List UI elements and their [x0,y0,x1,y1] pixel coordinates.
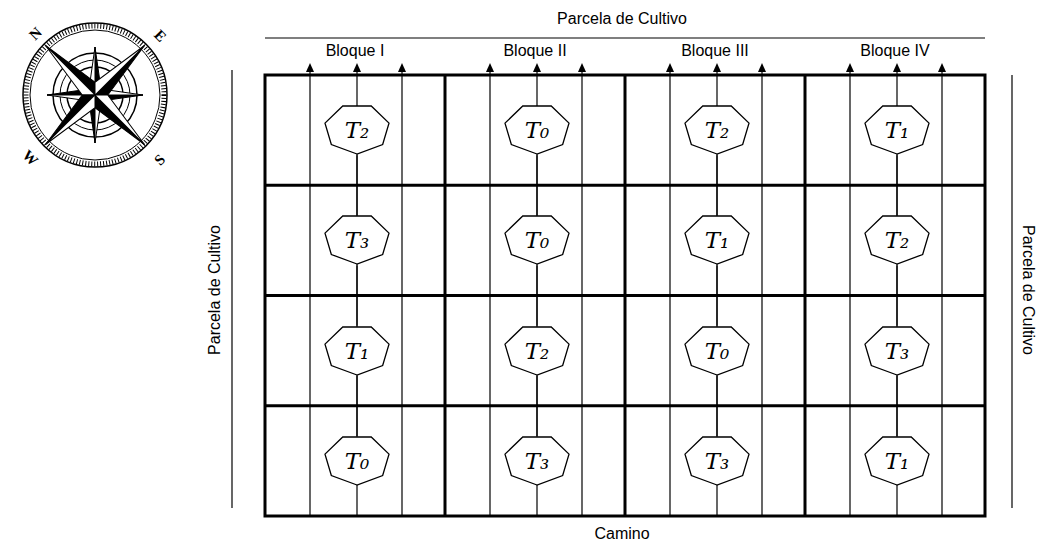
treatment-plot: T₂ [504,326,570,376]
treatment-label: T₃ [525,448,550,474]
heptagon-shape [685,106,749,154]
block-column: Bloque IIT₀T₀T₂T₃ [445,75,625,516]
compass-letter: E [148,24,171,47]
treatment-plot: T₀ [504,105,570,155]
heptagon-shape [865,437,929,485]
compass-letter: W [17,145,44,172]
heptagon-shape [325,327,389,375]
compass-rose [0,0,194,194]
treatment-label: T₀ [525,227,550,253]
furrow-arrowheads [306,63,946,72]
treatment-label: T₃ [885,338,910,364]
treatment-plot: T₃ [504,436,570,486]
field-label: Parcela de Cultivo [555,9,689,28]
field-label: Parcela de Cultivo [1019,223,1038,357]
heptagon-shape [505,327,569,375]
road-label: Camino [592,524,651,543]
heptagon-shape [325,106,389,154]
heptagon-shape [685,327,749,375]
block-column: Bloque IIIT₂T₁T₀T₃ [625,75,805,516]
block-column: Bloque IT₂T₃T₁T₀ [265,75,445,516]
treatment-label: T₃ [705,448,730,474]
treatment-plot: T₀ [504,215,570,265]
furrow-lines [310,70,942,516]
border-lines [232,38,1012,508]
furrow-segment [716,155,717,215]
furrow-segment [536,155,537,215]
block-title: Bloque II [500,41,569,60]
furrow-segment [356,376,357,436]
furrow-segment [896,265,897,325]
treatment-plot: T₀ [684,326,750,376]
treatment-plot: T₃ [684,436,750,486]
treatment-label: T₀ [705,338,730,364]
block-title: Bloque III [678,41,752,60]
furrow-segment [716,265,717,325]
treatment-label: T₁ [885,117,910,143]
compass-letter: N [24,22,48,46]
furrow-segment [356,265,357,325]
compass-letter: S [149,149,171,171]
treatment-plot: T₁ [864,436,930,486]
treatment-plot: T₃ [864,326,930,376]
treatment-plot: T₂ [684,105,750,155]
treatment-label: T₂ [525,338,550,364]
heptagon-shape [865,216,929,264]
treatment-label: T₀ [525,117,550,143]
field-label: Parcela de Cultivo [205,223,224,357]
block-column: Bloque IVT₁T₂T₃T₁ [805,75,985,516]
heptagon-shape [685,216,749,264]
block-title: Bloque I [323,41,388,60]
treatment-plot: T₀ [324,436,390,486]
treatment-plot: T₁ [324,326,390,376]
heptagon-shape [685,437,749,485]
treatment-plot: T₂ [864,215,930,265]
treatment-label: T₂ [885,227,910,253]
treatment-plot: T₂ [324,105,390,155]
heptagon-shape [865,106,929,154]
treatment-plot: T₁ [684,215,750,265]
treatment-plot: T₃ [324,215,390,265]
furrow-segment [356,155,357,215]
treatment-label: T₂ [345,117,370,143]
furrow-segment [896,155,897,215]
furrow-segment [896,376,897,436]
furrow-segment [716,376,717,436]
heptagon-shape [505,216,569,264]
treatment-label: T₀ [345,448,370,474]
heptagon-shape [505,106,569,154]
treatment-label: T₂ [705,117,730,143]
treatment-label: T₁ [345,338,370,364]
treatment-label: T₁ [705,227,730,253]
heptagon-shape [505,437,569,485]
plot-grid [265,75,985,516]
treatment-label: T₁ [885,448,910,474]
heptagon-shape [325,216,389,264]
furrow-segment [536,376,537,436]
treatment-plot: T₁ [864,105,930,155]
heptagon-shape [865,327,929,375]
treatment-label: T₃ [345,227,370,253]
block-title: Bloque IV [857,41,932,60]
heptagon-shape [325,437,389,485]
furrow-segment [536,265,537,325]
